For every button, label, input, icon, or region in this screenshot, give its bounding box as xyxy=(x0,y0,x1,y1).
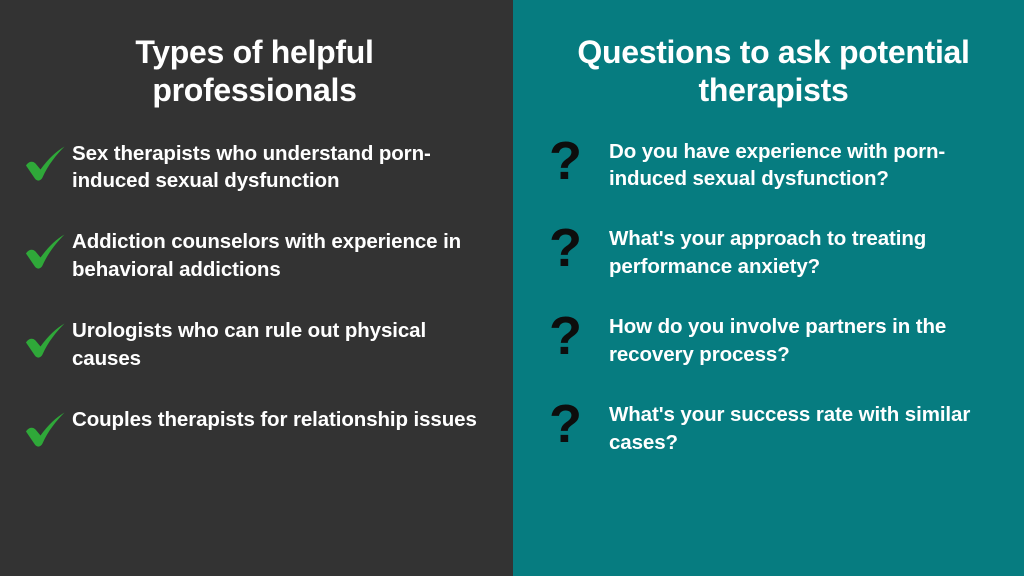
check-icon xyxy=(22,144,68,184)
list-item: Urologists who can rule out physical cau… xyxy=(22,317,491,372)
helpful-professionals-list: Sex therapists who understand porn-induc… xyxy=(18,140,491,451)
list-item-label: Sex therapists who understand porn-induc… xyxy=(72,141,431,192)
left-panel-title: Types of helpful professionals xyxy=(135,34,374,108)
check-icon xyxy=(22,232,68,272)
helpful-professionals-panel: Types of helpful professionals Sex thera… xyxy=(18,34,491,451)
list-item-label: What's your approach to treating perform… xyxy=(609,227,927,278)
check-icon xyxy=(22,410,68,450)
list-item-label: Couples therapists for relationship issu… xyxy=(72,408,477,432)
questions-list: ? Do you have experience with porn-induc… xyxy=(537,134,1010,457)
check-icon xyxy=(22,321,68,361)
list-item: Addiction counselors with experience in … xyxy=(22,228,491,283)
list-item-label: Do you have experience with porn-induced… xyxy=(609,139,946,190)
questions-to-ask-panel: Questions to ask potential therapists ? … xyxy=(513,0,1024,576)
list-item: Sex therapists who understand porn-induc… xyxy=(22,140,491,195)
question-mark-icon: ? xyxy=(549,130,582,191)
list-item-label: What's your success rate with similar ca… xyxy=(609,403,971,454)
list-item: ? Do you have experience with porn-induc… xyxy=(549,134,1010,193)
list-item-label: How do you involve partners in the recov… xyxy=(609,315,947,366)
list-item: Couples therapists for relationship issu… xyxy=(22,406,491,450)
list-item: ? How do you involve partners in the rec… xyxy=(549,309,1010,368)
list-item: ? What's your success rate with similar … xyxy=(549,397,1010,456)
question-mark-icon: ? xyxy=(549,218,582,279)
list-item: ? What's your approach to treating perfo… xyxy=(549,221,1010,280)
list-item-label: Urologists who can rule out physical cau… xyxy=(72,319,427,370)
right-panel-title: Questions to ask potential therapists xyxy=(577,34,970,108)
question-mark-icon: ? xyxy=(549,394,582,455)
list-item-label: Addiction counselors with experience in … xyxy=(72,230,462,281)
question-mark-icon: ? xyxy=(549,306,582,367)
